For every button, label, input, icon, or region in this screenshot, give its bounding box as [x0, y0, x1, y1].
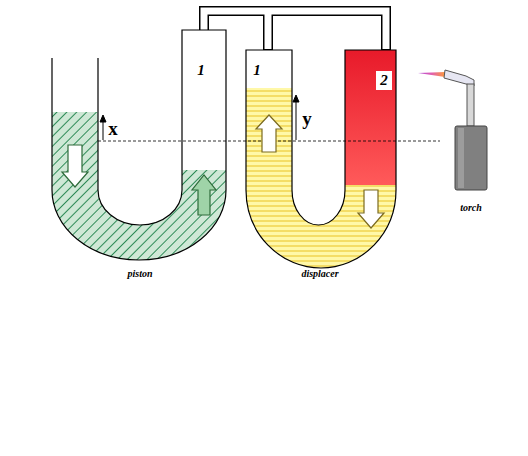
part-name: piston [127, 269, 152, 279]
piston-liquid [52, 112, 226, 260]
torch-symbol [418, 70, 487, 190]
part-name: torch [460, 203, 482, 213]
displacer-liquid [246, 88, 396, 268]
displacement-symbol: y [302, 109, 312, 128]
hot-gas [345, 50, 396, 185]
callout-number: 2 [376, 71, 392, 90]
motion-arrows [62, 145, 216, 215]
callout-number: 1 [253, 63, 261, 78]
motion-arrows-displacer [256, 115, 384, 228]
displacement-arrow [100, 95, 299, 140]
gas-pipe [204, 11, 386, 50]
part-name: displacer [301, 269, 338, 279]
callout-number: 1 [197, 63, 205, 78]
displacer-tube [246, 50, 396, 268]
piston-tube [52, 30, 226, 260]
displacement-symbol: x [108, 119, 118, 138]
